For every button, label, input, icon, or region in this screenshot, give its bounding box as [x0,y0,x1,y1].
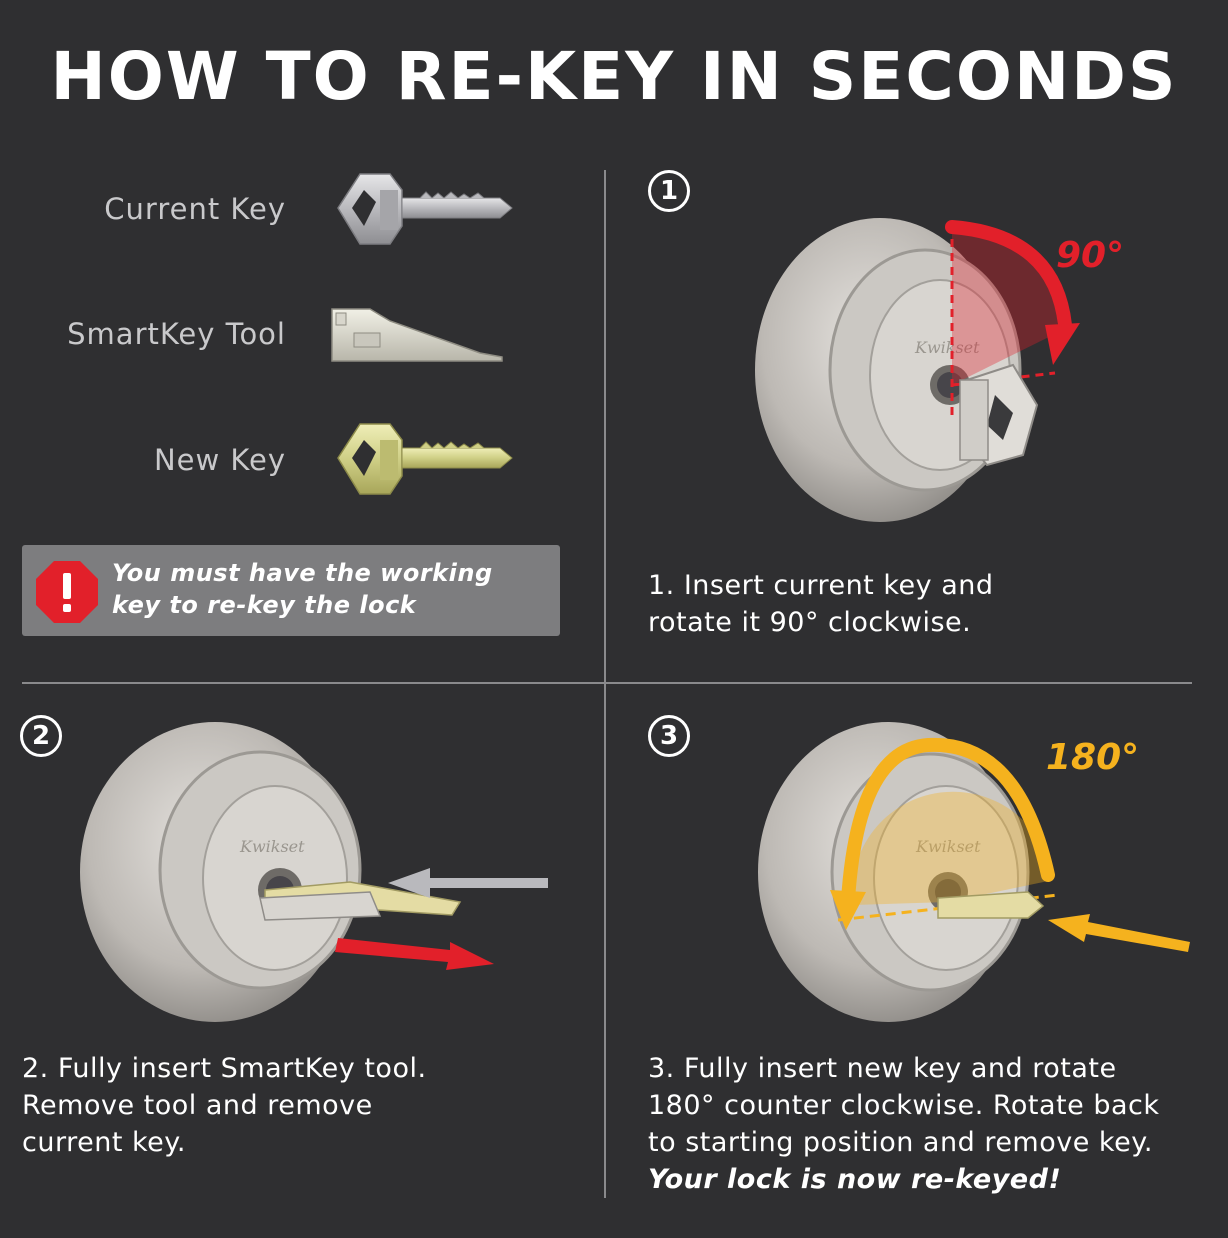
step-1-angle-label: 90° [1056,235,1125,276]
step-1-text: 1. Insert current key and rotate it 90° … [648,567,994,641]
step-2-lock-illustration: Kwikset [80,722,548,1022]
legend-new-key-label: New Key [153,443,286,477]
warning-text-line2: key to re-key the lock [112,591,417,619]
step-3-number: 3 [648,715,690,757]
step-3-emphasis: Your lock is now re-keyed! [648,1164,1062,1195]
step-2-brand: Kwikset [239,837,305,856]
step-2-text: 2. Fully insert SmartKey tool. Remove to… [22,1050,427,1161]
step-3-text-line3: to starting position and remove key. [648,1127,1153,1158]
step-3-text-line2: 180° counter clockwise. Rotate back [648,1090,1160,1121]
step-3-angle-label: 180° [1046,737,1140,778]
step-2-text-line1: 2. Fully insert SmartKey tool. [22,1053,427,1084]
legend-smartkey-tool-label: SmartKey Tool [67,317,286,351]
step-2-text-line3: current key. [22,1127,186,1158]
step-1-brand: Kwikset [914,338,980,357]
step-1-number: 1 [648,170,690,212]
step-3-brand: Kwikset [915,837,981,856]
horizontal-divider [22,682,1192,684]
vertical-divider [604,170,606,1198]
step-1-lock-illustration: Kwikset [755,218,1080,522]
step-2-number: 2 [20,715,62,757]
step-3-text: 3. Fully insert new key and rotate 180° … [648,1050,1160,1198]
warning-text-line1: You must have the working [112,559,493,587]
current-key-icon [337,173,513,245]
exclamation-octagon-icon [36,561,98,623]
smartkey-tool-icon [331,308,503,362]
new-key-icon [337,423,513,495]
warning-text: You must have the working key to re-key … [112,557,552,621]
step-1-text-line2: rotate it 90° clockwise. [648,607,972,638]
warning-box [22,545,560,636]
legend-current-key-label: Current Key [104,192,286,226]
step-1-text-line1: 1. Insert current key and [648,570,994,601]
step-2-text-line2: Remove tool and remove [22,1090,373,1121]
page-title: HOW TO RE-KEY IN SECONDS [50,38,1178,115]
step-3-text-line1: 3. Fully insert new key and rotate [648,1053,1117,1084]
step-3-lock-illustration: Kwikset [758,722,1190,1022]
